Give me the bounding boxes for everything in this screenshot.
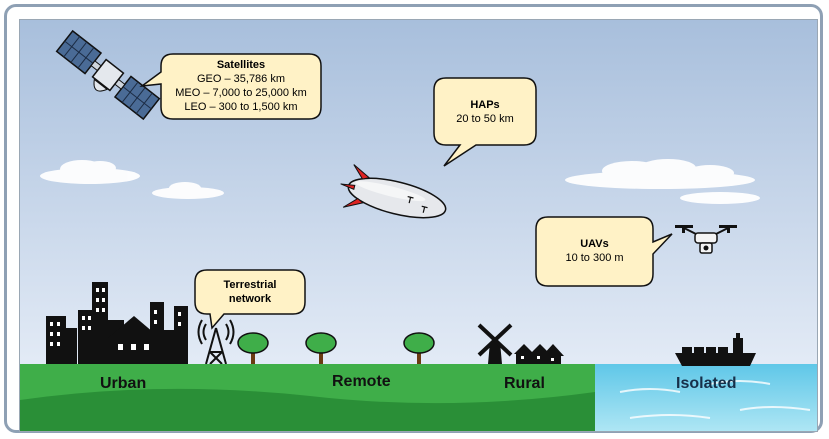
haps-range: 20 to 50 km xyxy=(456,113,514,125)
satellites-title: Satellites xyxy=(216,59,266,71)
region-rural: Rural xyxy=(504,375,545,392)
sea-waves xyxy=(619,380,811,419)
region-urban: Urban xyxy=(100,375,147,392)
diagram-frame: Satellites GEO – 35,786 km MEO – 7,000 t… xyxy=(4,4,823,433)
scene-graphics xyxy=(20,20,817,431)
city-windows xyxy=(50,288,181,350)
tree-icon xyxy=(237,332,269,364)
haps-bubble xyxy=(433,77,537,167)
leo-range: LEO – 300 to 1,500 km xyxy=(184,101,298,113)
satellites-bubble xyxy=(139,53,322,120)
terrestrial-label: Terrestrial network xyxy=(195,278,305,306)
uavs-label: UAVs 10 to 300 m xyxy=(536,237,653,265)
sea xyxy=(595,364,817,431)
sky-scene: Satellites GEO – 35,786 km MEO – 7,000 t… xyxy=(19,19,818,432)
terrestrial-subtitle: network xyxy=(228,293,272,305)
cloud-icon xyxy=(680,192,760,204)
cloud-icon xyxy=(40,160,140,184)
house-windows xyxy=(521,356,554,361)
drone-icon xyxy=(675,225,737,254)
windmill-icon xyxy=(477,323,513,364)
satellites-label: Satellites GEO – 35,786 km MEO – 7,000 t… xyxy=(165,58,317,114)
airship-icon xyxy=(340,164,447,219)
haps-label: HAPs 20 to 50 km xyxy=(434,98,536,126)
meo-range: MEO – 7,000 to 25,000 km xyxy=(175,87,307,99)
ship-icon xyxy=(675,333,756,366)
city-icon xyxy=(46,282,188,364)
uavs-title: UAVs xyxy=(580,238,609,250)
geo-range: GEO – 35,786 km xyxy=(196,73,286,85)
tower-icon xyxy=(197,319,235,365)
cloud-icon xyxy=(565,159,755,189)
tree-icon xyxy=(305,332,337,364)
uavs-bubble xyxy=(535,216,673,287)
region-isolated: Isolated xyxy=(676,375,737,392)
terrestrial-bubble xyxy=(194,269,306,330)
uavs-range: 10 to 300 m xyxy=(565,252,624,264)
haps-title: HAPs xyxy=(470,99,500,111)
satellite-icon xyxy=(55,29,161,121)
terrestrial-title: Terrestrial xyxy=(223,279,277,291)
cloud-icon xyxy=(152,182,224,199)
tree-icon xyxy=(403,332,435,364)
land-shade xyxy=(20,388,595,431)
region-remote: Remote xyxy=(332,373,391,390)
